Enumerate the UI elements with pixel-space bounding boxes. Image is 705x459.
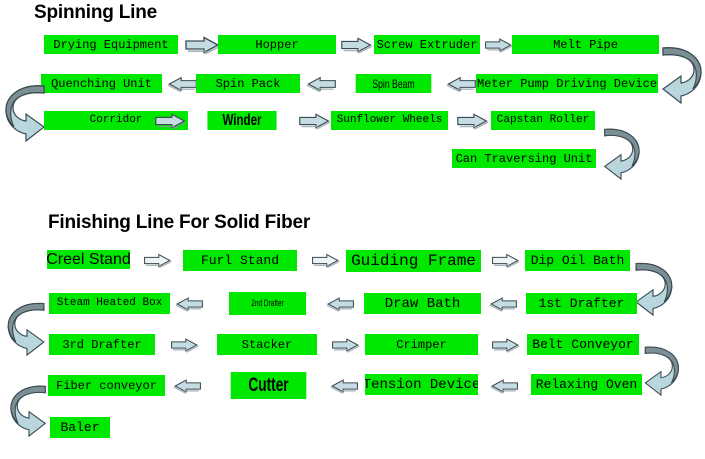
node-crimper[interactable]: Crimper [365, 334, 478, 355]
curved-arrow-down-left-icon [637, 342, 685, 396]
curved-arrow-down-left-icon [629, 258, 677, 316]
node-3rd-drafter[interactable]: 3rd Drafter [49, 334, 155, 355]
curved-arrow-down-right-icon [6, 381, 52, 437]
arrow-right-icon [298, 112, 332, 130]
arrow-left-icon [325, 296, 355, 312]
arrow-right-icon [484, 36, 514, 54]
node-fiber-conveyor[interactable]: Fiber conveyor [48, 375, 165, 396]
node-winder[interactable]: Winder [207, 111, 277, 130]
arrow-right-icon [491, 337, 521, 353]
node-corridor[interactable]: Corridor [44, 111, 188, 130]
node-tension-device[interactable]: Tension Device [365, 374, 478, 395]
node-stacker[interactable]: Stacker [217, 334, 317, 355]
node-drying-equipment[interactable]: Drying Equipment [44, 35, 178, 54]
node-draw-bath[interactable]: Draw Bath [364, 293, 481, 314]
arrow-right-icon [184, 36, 222, 54]
arrow-right-icon [143, 252, 173, 269]
arrow-right-icon [154, 112, 188, 130]
node-sunflower-wheels[interactable]: Sunflower Wheels [331, 111, 448, 130]
node-2nd-drafter[interactable]: 2nd Drafter [228, 292, 307, 315]
node-can-traversing-unit[interactable]: Can Traversing Unit [452, 149, 596, 168]
node-steam-heated-box[interactable]: Steam Heated Box [49, 293, 170, 314]
node-quenching-unit[interactable]: Quenching Unit [41, 74, 162, 93]
node-guiding-frame[interactable]: Guiding Frame [346, 250, 481, 272]
node-creel-stand[interactable]: Creel Stand [47, 250, 130, 269]
arrow-left-icon [305, 75, 337, 93]
arrow-left-icon [174, 296, 204, 312]
curved-arrow-down-right-icon [2, 80, 50, 142]
finishing-line-title: Finishing Line For Solid Fiber [48, 212, 311, 233]
node-melt-pipe[interactable]: Melt Pipe [512, 35, 659, 54]
node-spin-pack[interactable]: Spin Pack [196, 74, 300, 93]
node-spin-beam[interactable]: Spin Beam [355, 74, 432, 93]
arrow-right-icon [331, 337, 361, 353]
node-dip-oil-bath[interactable]: Dip Oil Bath [525, 250, 630, 271]
arrow-left-icon [166, 75, 198, 93]
node-meter-pump-driving-device[interactable]: Meter Pump Driving Device [476, 74, 658, 93]
arrow-left-icon [445, 75, 477, 93]
node-1st-drafter[interactable]: 1st Drafter [526, 293, 637, 314]
arrow-right-icon [170, 337, 200, 353]
curved-arrow-down-left-icon [596, 124, 646, 180]
node-screw-extruder[interactable]: Screw Extruder [374, 35, 480, 54]
spinning-line-title: Spinning Line [34, 2, 157, 23]
arrow-right-icon [311, 252, 341, 269]
arrow-left-icon [489, 378, 519, 394]
node-baler[interactable]: Baler [50, 417, 110, 438]
node-belt-conveyor[interactable]: Belt Conveyor [527, 334, 639, 355]
node-furl-stand[interactable]: Furl Stand [183, 250, 297, 271]
arrow-left-icon [329, 378, 359, 394]
arrow-right-icon [340, 36, 374, 54]
node-capstan-roller[interactable]: Capstan Roller [491, 111, 595, 130]
node-cutter[interactable]: Cutter [230, 372, 307, 399]
curved-arrow-down-left-icon [657, 42, 705, 104]
node-relaxing-oven[interactable]: Relaxing Oven [531, 374, 642, 395]
arrow-left-icon [172, 378, 202, 394]
node-hopper[interactable]: Hopper [218, 35, 336, 54]
arrow-right-icon [491, 252, 521, 269]
arrow-right-icon [456, 112, 490, 130]
curved-arrow-down-right-icon [4, 298, 50, 356]
arrow-left-icon [488, 296, 518, 312]
